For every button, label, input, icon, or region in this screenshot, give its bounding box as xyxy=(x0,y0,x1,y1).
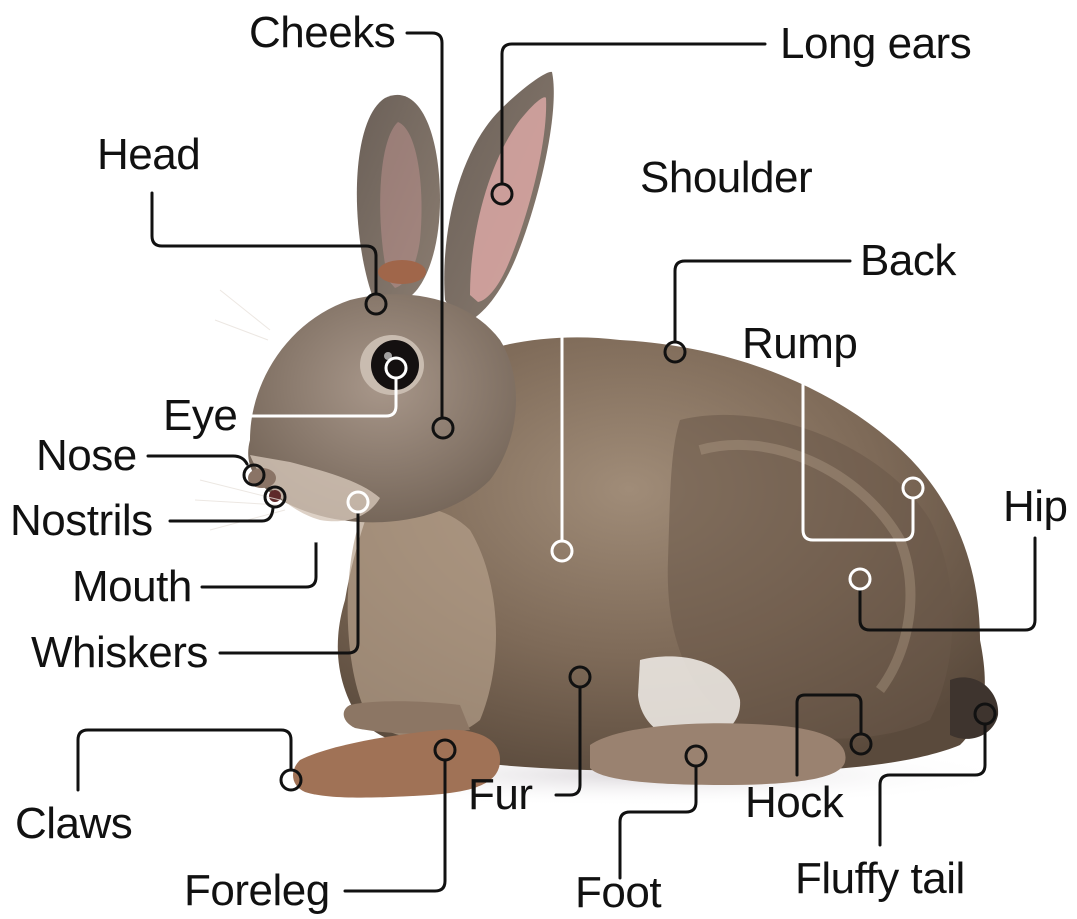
claws-leader xyxy=(78,730,291,790)
whiskers-leader xyxy=(220,513,358,653)
label-fur: Fur xyxy=(468,771,533,819)
label-foot: Foot xyxy=(575,869,661,917)
mouth-leader xyxy=(202,542,316,587)
nose-leader xyxy=(148,456,247,464)
tail xyxy=(950,677,998,739)
label-nostrils: Nostrils xyxy=(10,497,153,545)
label-foreleg: Foreleg xyxy=(184,867,330,915)
label-fluffy-tail: Fluffy tail xyxy=(795,855,965,903)
label-nose: Nose xyxy=(36,432,137,480)
label-cheeks: Cheeks xyxy=(249,9,395,57)
label-long-ears: Long ears xyxy=(780,20,971,68)
label-eye: Eye xyxy=(163,392,237,440)
nape-patch xyxy=(378,260,426,284)
label-back: Back xyxy=(860,237,956,285)
mouth-marker xyxy=(306,521,326,541)
head-leader xyxy=(152,193,376,293)
hind-foot xyxy=(590,723,846,785)
label-head: Head xyxy=(97,131,200,179)
label-shoulder: Shoulder xyxy=(640,154,812,202)
back-foreleg xyxy=(344,701,470,733)
label-claws: Claws xyxy=(15,800,132,848)
label-whiskers: Whiskers xyxy=(31,629,208,677)
label-hip: Hip xyxy=(1003,483,1068,531)
label-rump: Rump xyxy=(742,320,857,368)
label-hock: Hock xyxy=(745,779,843,827)
label-mouth: Mouth xyxy=(72,563,192,611)
nostrils-leader xyxy=(170,508,273,521)
